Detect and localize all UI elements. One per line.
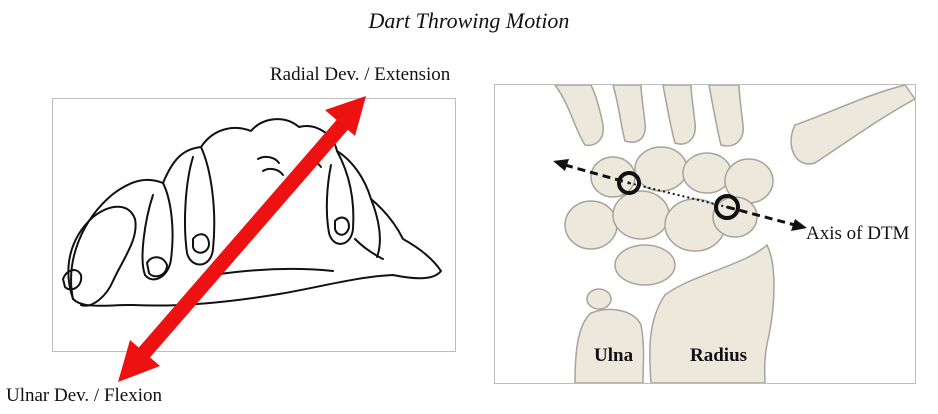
- figure-title: Dart Throwing Motion: [0, 8, 938, 34]
- radial-extension-label: Radial Dev. / Extension: [270, 64, 450, 86]
- axis-of-dtm-label: Axis of DTM: [806, 223, 909, 245]
- hand-panel: [52, 98, 456, 352]
- ulna-label: Ulna: [594, 345, 633, 367]
- axis-arrowhead-left: [553, 159, 569, 171]
- radius-label: Radius: [690, 345, 747, 367]
- hand-drawing-icon: [53, 99, 455, 351]
- axis-arrowhead-right: [791, 219, 807, 231]
- ulnar-flexion-label: Ulnar Dev. / Flexion: [6, 385, 162, 407]
